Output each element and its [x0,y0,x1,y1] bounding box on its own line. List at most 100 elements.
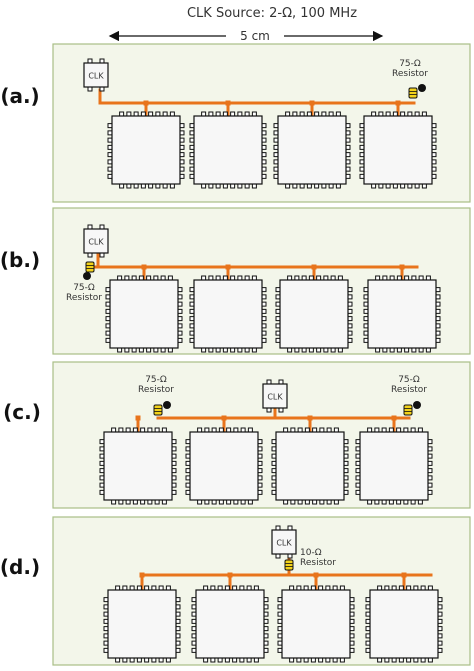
chip-body [103,431,173,501]
trace-junction [143,100,149,106]
ic-chip [103,585,181,663]
ground-dot [83,272,91,280]
clk-pin [278,407,284,413]
ic-chip [277,585,355,663]
termination-resistor [403,401,421,416]
resistor-value-label: 75-Ω [399,59,421,69]
chip-body [359,431,429,501]
resistor-value-label: 10-Ω [300,548,322,558]
clk-source: CLK [271,525,297,559]
trace-junction [391,415,397,421]
ic-chip [363,275,441,353]
clk-pin [87,252,93,258]
trace-junction [395,100,401,106]
termination-resistor [83,261,95,280]
diagram-title: CLK Source: 2-Ω, 100 MHz [187,6,357,21]
trace-junction [139,572,145,578]
resistor-body [153,404,163,416]
chip-body [279,279,349,349]
trace-junction [399,264,405,270]
trace-junction [313,572,319,578]
resistor-word-label: Resistor [300,558,336,568]
chip-body [363,115,433,185]
clk-body [271,529,297,555]
clk-pin [278,379,284,385]
resistor-word-label: Resistor [138,385,174,395]
clk-pin [266,407,272,413]
ic-chip [359,111,437,189]
ic-chip [189,275,267,353]
resistor-value-label: 75-Ω [145,375,167,385]
panel-label: (a.) [0,84,39,108]
chip-body [195,589,265,659]
chip-body [369,589,439,659]
ic-chip [105,275,183,353]
clk-body [262,383,288,409]
resistor-body [408,87,418,99]
termination-resistor [284,559,294,571]
chip-body [193,279,263,349]
ic-chip [107,111,185,189]
ic-chip [191,585,269,663]
panels: (a.)CLK75-ΩResistor(b.)CLK75-ΩResistor(c… [0,43,471,666]
trace-junction [221,415,227,421]
ic-chip [275,275,353,353]
ground-dot [418,84,426,92]
resistor-body [284,559,294,571]
chip-body [275,431,345,501]
clk-pin [266,379,272,385]
chip-body [109,279,179,349]
clk-source: CLK [83,58,109,92]
trace-junction [311,264,317,270]
termination-resistor [153,401,171,416]
clk-body [83,62,109,88]
trace-junction [225,100,231,106]
clk-source: CLK [83,224,109,258]
resistor-body [403,404,413,416]
chip-body [111,115,181,185]
trace-junction [225,264,231,270]
chip-body [107,589,177,659]
trace-junction [309,100,315,106]
chip-body [189,431,259,501]
chip-body [367,279,437,349]
trace-junction [227,572,233,578]
trace-junction [135,415,141,421]
clk-pin [87,224,93,230]
chip-body [281,589,351,659]
clk-label: CLK [88,238,104,247]
panel-label: (c.) [3,400,41,424]
resistor-word-label: Resistor [66,293,102,303]
resistor-body [85,261,95,273]
scale-label: 5 cm [240,29,270,43]
chip-body [193,115,263,185]
trace-junction [141,264,147,270]
clk-label: CLK [276,539,292,548]
panel-label: (b.) [0,248,40,272]
clk-label: CLK [267,393,283,402]
resistor-word-label: Resistor [391,385,427,395]
ground-dot [413,401,421,409]
ic-chip [189,111,267,189]
resistor-value-label: 75-Ω [398,375,420,385]
ground-dot [163,401,171,409]
clk-pin [99,252,105,258]
resistor-word-label: Resistor [392,69,428,79]
chip-body [277,115,347,185]
ic-chip [185,427,263,505]
termination-resistor [408,84,426,99]
clk-pin [99,224,105,230]
clk-label: CLK [88,72,104,81]
trace-junction [401,572,407,578]
resistor-value-label: 75-Ω [73,283,95,293]
ic-chip [355,427,433,505]
trace-junction [307,415,313,421]
clk-body [83,228,109,254]
ic-chip [365,585,443,663]
ic-chip [273,111,351,189]
